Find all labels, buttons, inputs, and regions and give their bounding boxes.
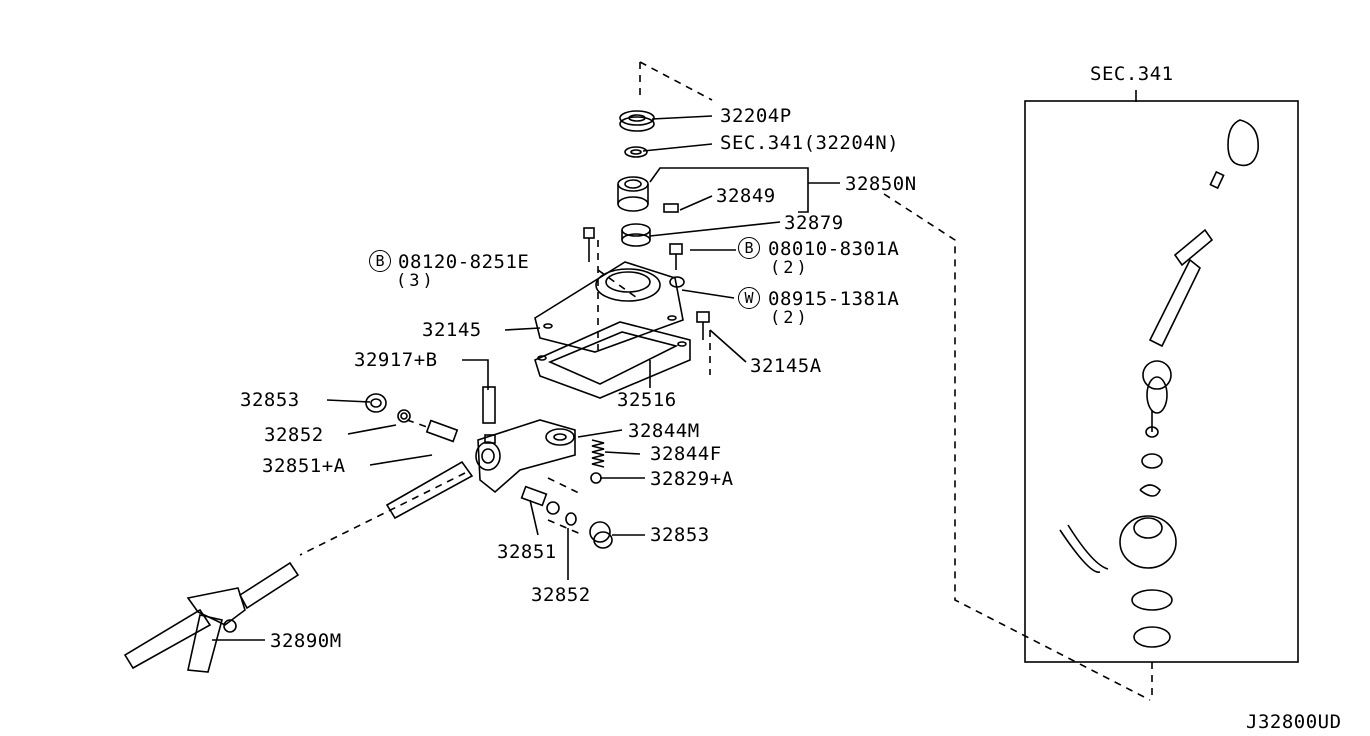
part-32204N [624,146,648,158]
part-32849 [663,203,679,213]
label-sec341-32204N: SEC.341(32204N) [720,132,900,154]
label-32145: 32145 [422,319,482,341]
label-32853-top: 32853 [240,389,300,411]
label-32844F: 32844F [650,443,722,465]
label-32851A: 32851+A [262,455,346,477]
label-08915-qty: (2) [770,308,810,328]
shift-bracket [475,419,576,494]
label-08120-qty: (3) [396,271,436,291]
label-08120-8251E: 08120-8251E [398,251,530,273]
part-32145-cover [534,261,684,353]
label-32850N: 32850N [845,173,917,195]
part-32917B [482,386,496,424]
label-32890M: 32890M [270,630,342,652]
bolt-b-marker-left: B [369,250,391,272]
part-32516-gasket [534,321,691,399]
bolt-b-marker: B [738,237,760,259]
part-32890M-lever [186,587,246,673]
part-32879 [621,223,651,247]
bolts-top [583,227,710,340]
label-sec341: SEC.341 [1090,63,1174,85]
label-32851: 32851 [497,541,557,563]
part-32853-right [589,521,613,549]
part-32851-pin [520,485,548,507]
label-32145A: 32145A [750,355,822,377]
shift-lever-assembly [1059,119,1259,648]
label-32853-bottom: 32853 [650,524,710,546]
assembly-dash-lines [299,61,1153,701]
sec341-box [1024,100,1299,663]
label-08915-1381A: 08915-1381A [768,288,900,310]
label-32516: 32516 [617,389,677,411]
part-32204P [619,110,655,132]
part-32829A-ball [590,472,602,484]
part-32850N-bushing [617,176,649,212]
label-32917B: 32917+B [354,349,438,371]
label-32852-top: 32852 [264,424,324,446]
label-32844M: 32844M [628,420,700,442]
leader-lines [212,90,1137,641]
part-32852-washer [546,501,577,526]
label-32849: 32849 [716,185,776,207]
control-rod [123,460,474,670]
part-32853-left [365,393,411,423]
label-32852-bottom: 32852 [531,584,591,606]
part-32851A [425,419,459,443]
label-32879: 32879 [784,212,844,234]
label-32829A: 32829+A [650,468,734,490]
label-08010-8301A: 08010-8301A [768,238,900,260]
label-08010-qty: (2) [770,258,810,278]
part-32844F-spring [591,439,605,468]
label-32204P: 32204P [720,105,792,127]
washer-w-marker: W [738,287,760,309]
diagram-code: J32800UD [1246,711,1342,733]
